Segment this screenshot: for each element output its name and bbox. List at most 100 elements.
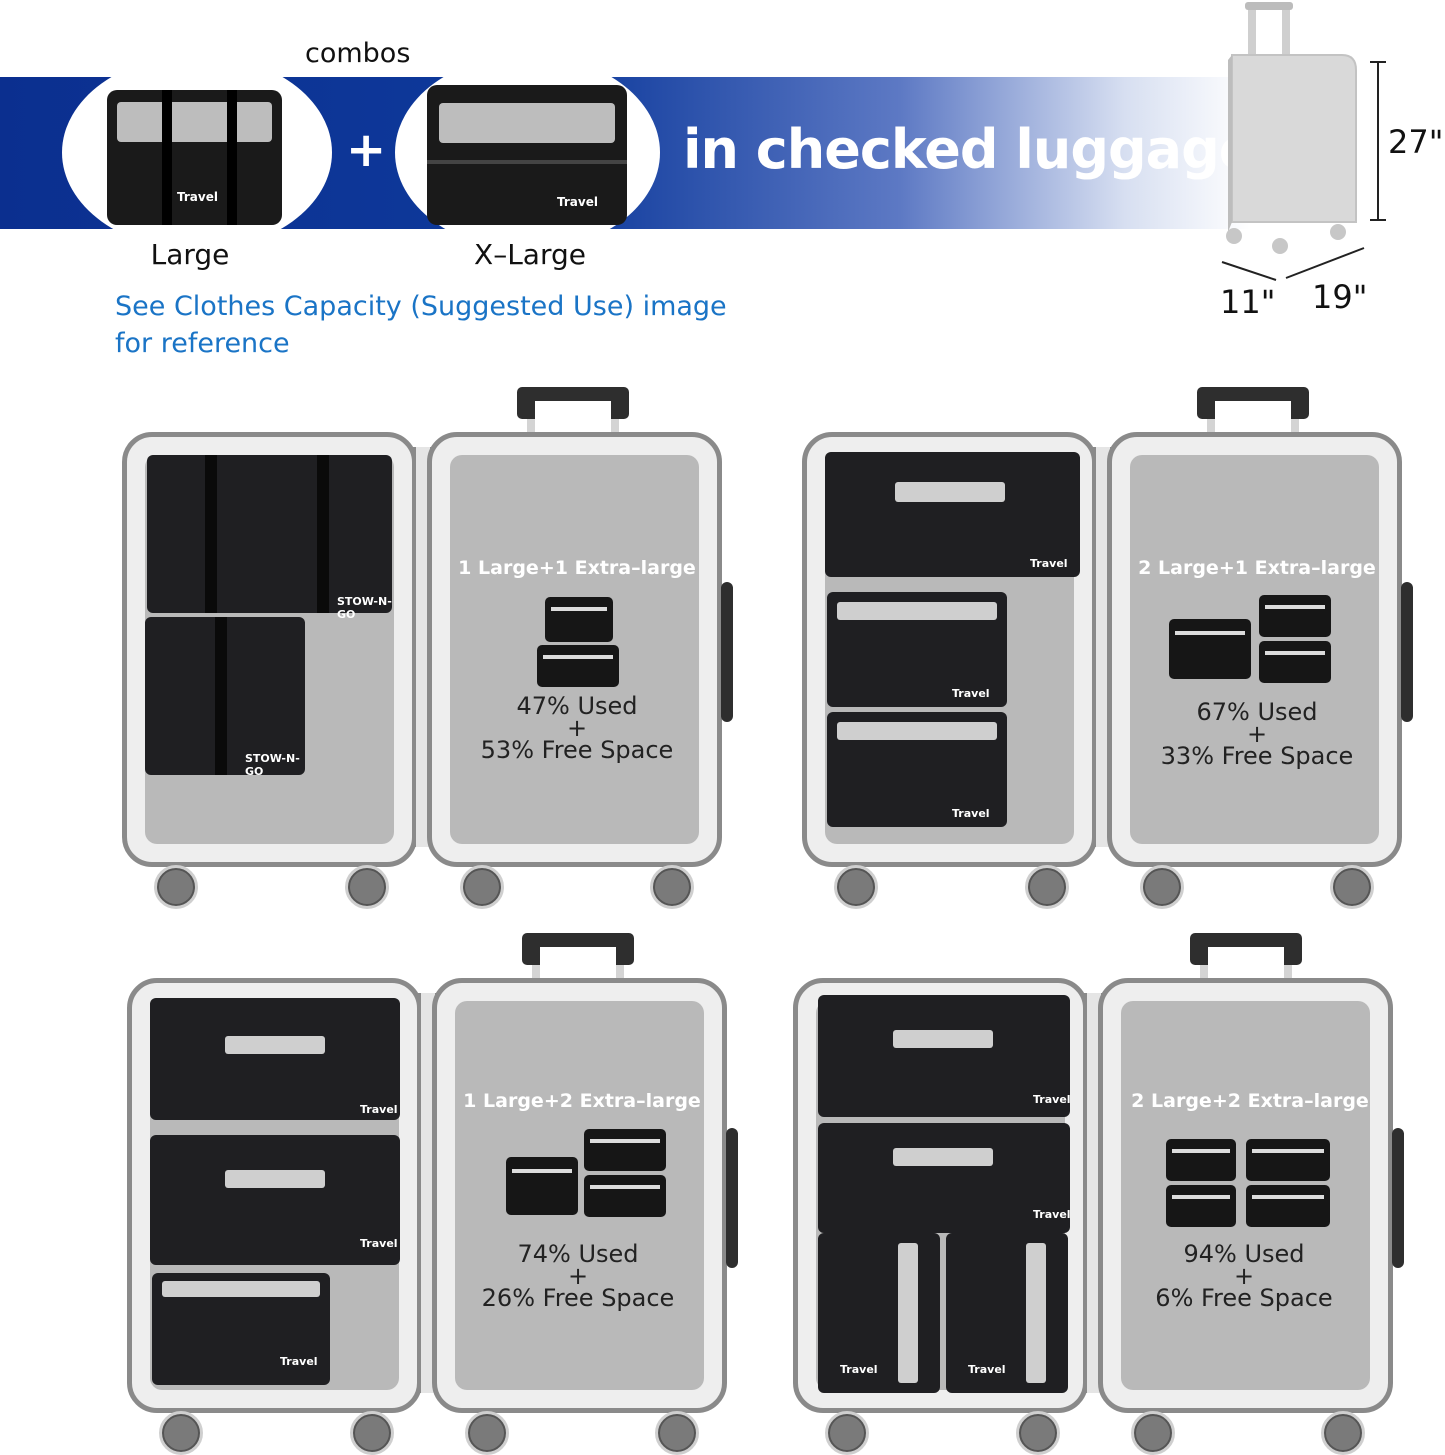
wheel (350, 1411, 394, 1455)
plus: + (567, 1262, 589, 1290)
side-handle (726, 1128, 738, 1268)
side-handle (721, 582, 733, 722)
free-space-percent: 6% Free Space (1155, 1284, 1333, 1312)
combos-label: combos (305, 38, 411, 69)
combo-title: 1 Large+2 Extra–large (452, 1090, 712, 1112)
large-text: Large+ (478, 557, 555, 579)
trolley-handle (522, 933, 634, 965)
clothes-stack (439, 103, 615, 143)
xlarge-text: Extra–large (579, 1090, 701, 1112)
packed-xlarge-cube: Travel (818, 995, 1071, 1117)
packed-xlarge-cube: Travel (818, 1123, 1071, 1233)
packed-cube-flat: STOW-N-GO (147, 455, 392, 621)
xlarge-count: 1 (1234, 557, 1248, 579)
width-line (1285, 247, 1365, 279)
trolley-handle (1197, 387, 1309, 419)
suitcase-combo-4: Travel Travel Travel Travel 2 Large+2 Ex… (788, 933, 1408, 1455)
packed-large-cube-upright: Travel (818, 1233, 940, 1393)
xlarge-label: X–Large (474, 238, 586, 271)
strap (162, 90, 172, 225)
trolley-handle (1245, 2, 1293, 10)
width-dimension: 19" (1312, 278, 1368, 316)
xlarge-text: Extra–large (1254, 557, 1376, 579)
trolley-rail (1282, 4, 1290, 56)
note-line: See Clothes Capacity (Suggested Use) ima… (115, 291, 727, 322)
capacity-note: See Clothes Capacity (Suggested Use) ima… (115, 288, 835, 362)
strap (227, 90, 237, 225)
wheel (1025, 865, 1069, 909)
wheel (345, 865, 389, 909)
depth-dimension: 11" (1220, 283, 1276, 321)
trolley-rail (1284, 965, 1292, 981)
depth-line (1221, 261, 1277, 281)
large-bag-image: Travel (107, 90, 282, 225)
trolley-handle (1190, 933, 1302, 965)
cube-stamp: Travel (952, 807, 990, 820)
packed-large-cube-upright: Travel (946, 1233, 1068, 1393)
wheel (1330, 865, 1374, 909)
trolley-rail (616, 965, 624, 981)
plus: + (1233, 1262, 1255, 1290)
packed-xlarge-cube: Travel (150, 1135, 400, 1265)
wheel (1016, 1411, 1060, 1455)
used-percent: 47% Used (516, 692, 638, 720)
trolley-handle (517, 387, 629, 419)
height-dimension: 27" (1388, 123, 1444, 161)
plus: + (1246, 720, 1268, 748)
cube-stamp: STOW-N-GO (337, 595, 392, 621)
large-count: 1 (458, 557, 472, 579)
headline: in checked luggage (683, 118, 1255, 181)
wheel (460, 865, 504, 909)
combo-title: 1 Large+1 Extra–large (447, 557, 707, 579)
suitcase-right-shell (1107, 432, 1402, 867)
trolley-rail (1248, 4, 1256, 56)
wheel (1131, 1411, 1175, 1455)
free-space-percent: 26% Free Space (481, 1284, 675, 1312)
trolley-rail (532, 965, 540, 981)
brand-logo: Travel (177, 190, 218, 204)
usage-summary: 94% Used + 6% Free Space (1114, 1240, 1374, 1312)
suitcase-combo-2: Travel Travel Travel 2 Large+1 Extra–lar… (797, 387, 1417, 909)
side-handle (1401, 582, 1413, 722)
packed-large-cube: Travel (827, 712, 1007, 827)
xlarge-count: 2 (559, 1090, 573, 1112)
cube-stamp: Travel (840, 1363, 878, 1376)
used-percent: 94% Used (1183, 1240, 1305, 1268)
trolley-rail (1207, 419, 1215, 435)
packed-large-cube: Travel (152, 1273, 330, 1385)
wheel (1226, 228, 1242, 244)
packed-xlarge-cube: Travel (825, 452, 1080, 577)
usage-summary: 67% Used + 33% Free Space (1127, 698, 1387, 768)
note-line: for reference (115, 328, 290, 359)
suitcase-right-shell (1098, 978, 1393, 1413)
packed-xlarge-cube: Travel (150, 998, 400, 1120)
wheel (1321, 1411, 1365, 1455)
xlarge-count: 2 (1227, 1090, 1241, 1112)
combo-title: 2 Large+2 Extra–large (1120, 1090, 1380, 1112)
cube-stamp: Travel (360, 1103, 398, 1116)
trolley-rail (1291, 419, 1299, 435)
large-count: 2 (1138, 557, 1152, 579)
used-percent: 67% Used (1196, 698, 1318, 726)
cube-stamp: STOW-N-GO (245, 752, 300, 778)
suitcase-body (1231, 54, 1357, 223)
trolley-rail (1200, 965, 1208, 981)
wheel (655, 1411, 699, 1455)
wheel (159, 1411, 203, 1455)
wheel (650, 865, 694, 909)
suitcase-side (1228, 55, 1232, 232)
wheel (1272, 238, 1288, 254)
large-text: Large+ (1151, 1090, 1228, 1112)
suitcase-right-shell (432, 978, 727, 1413)
side-handle (1392, 1128, 1404, 1268)
trolley-rail (611, 419, 619, 435)
brand-logo: Travel (557, 195, 598, 209)
packed-cube-flat: STOW-N-GO (145, 617, 305, 778)
usage-summary: 47% Used + 53% Free Space (447, 692, 707, 762)
cube-stamp: Travel (968, 1363, 1006, 1376)
large-text: Large+ (1158, 557, 1235, 579)
cube-stamp: Travel (952, 687, 990, 700)
xlarge-text: Extra–large (1247, 1090, 1369, 1112)
cube-stamp: Travel (1033, 1093, 1071, 1106)
clothes-stack (117, 102, 272, 142)
